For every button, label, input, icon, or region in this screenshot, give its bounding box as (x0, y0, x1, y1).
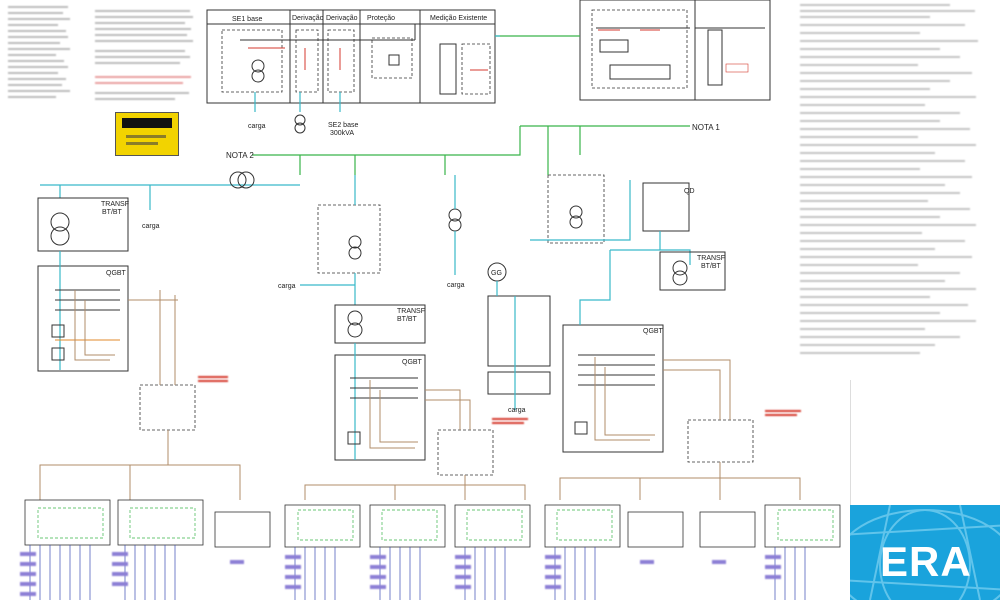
top-left-panel (206, 9, 496, 104)
transf-center-box (334, 304, 426, 344)
label-se2-kva: 300kVA (330, 130, 354, 137)
transformer-icon (569, 205, 583, 229)
label-qgbt-left: QGBT (106, 270, 127, 277)
transformer-icon (251, 59, 265, 83)
top-right-panel (579, 0, 771, 101)
gg-panel (487, 295, 551, 367)
transformer-icon (347, 310, 363, 338)
logo-background (850, 380, 1000, 505)
logo-globe-icon (850, 505, 1000, 600)
label-transf-left-2: BT/BT (102, 209, 123, 216)
label-carga-center: carga (278, 283, 296, 290)
inverter-7 (544, 504, 621, 548)
label-transf-center-1: TRANSF (397, 308, 425, 315)
transformer-icon (294, 114, 306, 134)
label-derivacao-2: Derivação (326, 15, 358, 22)
center-panel-box (317, 204, 381, 274)
label-se1-base: SE1 base (232, 16, 262, 23)
legend-text-right (800, 4, 978, 354)
label-medicao-existente: Medição Existente (430, 15, 487, 22)
right-center-panel (547, 174, 605, 244)
label-transf-right-1: TRANSF (697, 255, 725, 262)
label-se2-base: SE2 base (328, 122, 358, 129)
label-carga-mid: carga (447, 282, 465, 289)
inverter-1 (24, 499, 111, 546)
label-qgbt-right: QGBT (643, 328, 664, 335)
inverter-5 (369, 504, 446, 548)
label-qd: QD (684, 188, 695, 195)
combiner-center (437, 429, 494, 476)
qgbt-center-box (334, 354, 426, 461)
gg-bottom-box (487, 371, 551, 395)
inverter-8 (627, 511, 684, 548)
pv-strings (29, 545, 806, 600)
legend-text-left (8, 6, 193, 100)
label-transf-right-2: BT/BT (701, 263, 722, 270)
inverter-4 (284, 504, 361, 548)
logo-panel (850, 505, 1000, 600)
qd-box (642, 182, 690, 232)
label-nota-1: NOTA 1 (692, 123, 720, 132)
label-transf-center-2: BT/BT (397, 316, 418, 323)
transf-right-box (659, 251, 726, 291)
transformer-icon (348, 235, 362, 260)
breaker-icon (388, 54, 400, 66)
label-carga-top: carga (248, 123, 266, 130)
label-carga-left: carga (142, 223, 160, 230)
label-qgbt-center: QGBT (402, 359, 423, 366)
qgbt-right-box (562, 324, 664, 453)
combiner-right (687, 419, 754, 463)
transf-left-box (37, 197, 129, 252)
label-nota-2: NOTA 2 (226, 151, 254, 160)
inverter-6 (454, 504, 531, 548)
inverter-10 (764, 504, 841, 548)
transformer-icon (672, 260, 688, 286)
inverter-3 (214, 511, 271, 548)
qgbt-left-box (37, 265, 129, 372)
label-transf-left-1: TRANSF (101, 201, 129, 208)
transformer-icon (448, 208, 462, 232)
inverter-row (24, 499, 841, 548)
transformer-icon (50, 212, 70, 246)
inverter-2 (117, 499, 204, 546)
logo-text: ERA (880, 538, 972, 585)
label-derivacao-1: Derivação (292, 15, 324, 22)
transformer-icon (229, 171, 255, 189)
label-carga-gg: carga (508, 407, 526, 414)
label-protecao: Proteção (367, 15, 395, 22)
inverter-9 (699, 511, 756, 548)
warning-sign-icon (115, 112, 179, 156)
combiner-left (139, 384, 196, 431)
label-gg: GG (491, 270, 502, 277)
